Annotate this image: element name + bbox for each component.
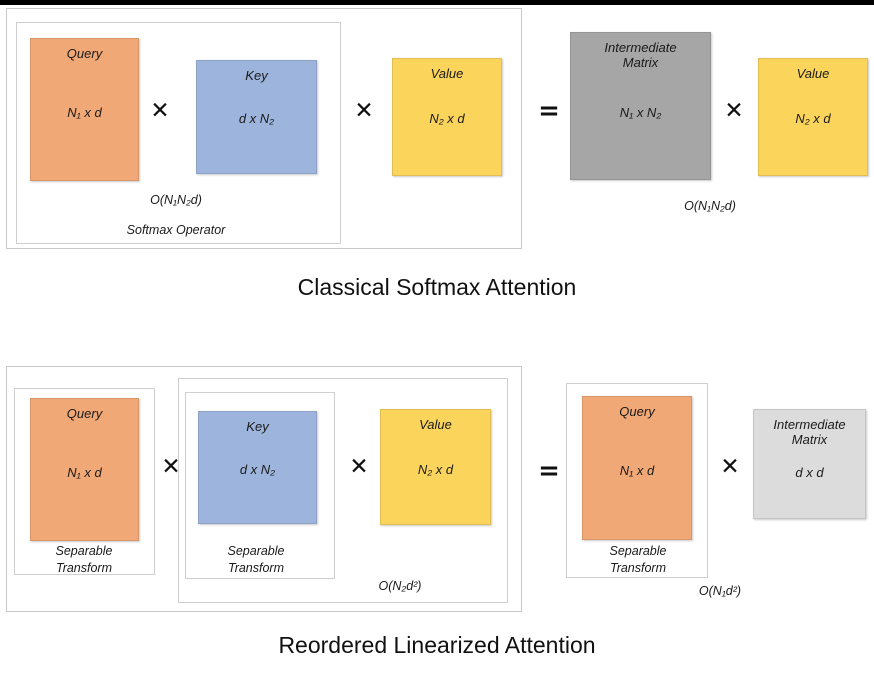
- result-query-separable-transform-label: Separable Transform: [609, 544, 667, 575]
- matrix-dimension: N₂ x d: [429, 111, 465, 126]
- matrix-dimension: N₁ x d: [67, 105, 102, 120]
- matrix-dimension: d x N₂: [238, 111, 275, 126]
- softmax-operator-box: [16, 22, 341, 244]
- softmax-operator-label: Softmax Operator: [126, 223, 226, 237]
- multiply-icon: ✕: [150, 98, 170, 124]
- linearized-right-cost-label: O(N₁d²): [698, 584, 742, 598]
- matrix-key-linearized: Key d x N₂: [198, 411, 317, 524]
- matrix-intermediate-linearized: Intermediate Matrix d x d: [753, 409, 866, 519]
- matrix-query-result: Query N₁ x d: [582, 396, 692, 540]
- linearized-outer-group-box: [6, 366, 522, 612]
- matrix-label: Intermediate Matrix: [604, 40, 677, 70]
- matrix-dimension: d x N₂: [239, 462, 276, 477]
- matrix-label: Value: [796, 66, 830, 81]
- multiply-icon: ✕: [349, 454, 369, 480]
- classical-outer-group-box: [6, 8, 522, 249]
- kv-group-box: [178, 378, 508, 603]
- matrix-query-classical: Query N₁ x d: [30, 38, 139, 181]
- key-separable-transform-box: [185, 392, 335, 579]
- matrix-label: Query: [619, 404, 655, 419]
- matrix-label: Query: [66, 406, 103, 421]
- matrix-dimension: N₁ x d: [619, 463, 655, 478]
- matrix-label: Key: [245, 68, 268, 83]
- matrix-dimension: N₁ x d: [67, 465, 102, 480]
- matrix-value-classical-result: Value N₂ x d: [758, 58, 868, 176]
- multiply-icon: ✕: [720, 454, 740, 480]
- matrix-value-classical: Value N₂ x d: [392, 58, 502, 176]
- matrix-value-linearized: Value N₂ x d: [380, 409, 491, 525]
- matrix-label: Intermediate Matrix: [773, 417, 846, 447]
- key-separable-transform-label: Separable Transform: [227, 544, 285, 575]
- multiply-icon: ✕: [724, 98, 744, 124]
- query-separable-transform-label: Separable Transform: [55, 544, 113, 575]
- matrix-intermediate-classical: Intermediate Matrix N₁ x N₂: [570, 32, 711, 180]
- matrix-label: Value: [430, 66, 464, 81]
- multiply-icon: ✕: [354, 98, 374, 124]
- matrix-dimension: d x d: [795, 465, 824, 480]
- classical-section-title: Classical Softmax Attention: [297, 274, 577, 300]
- linearized-section-title: Reordered Linearized Attention: [278, 632, 596, 658]
- kv-group-cost-label: O(N₂d²): [378, 579, 422, 593]
- matrix-key-classical: Key d x N₂: [196, 60, 317, 174]
- equals-icon: =: [538, 456, 560, 486]
- matrix-label: Value: [419, 417, 452, 432]
- matrix-label: Query: [66, 46, 103, 61]
- classical-right-cost-label: O(N₁N₂d): [684, 199, 736, 213]
- query-separable-transform-box: [14, 388, 155, 575]
- classical-left-cost-label: O(N₁N₂d): [150, 193, 202, 207]
- matrix-query-linearized: Query N₁ x d: [30, 398, 139, 541]
- multiply-icon: ✕: [161, 454, 181, 480]
- matrix-dimension: N₂ x d: [795, 111, 831, 126]
- top-black-bar: [0, 0, 874, 5]
- result-query-separable-transform-box: [566, 383, 708, 578]
- equals-icon: =: [538, 96, 560, 126]
- matrix-label: Key: [246, 419, 269, 434]
- matrix-dimension: N₂ x d: [417, 462, 454, 477]
- matrix-dimension: N₁ x N₂: [619, 105, 662, 120]
